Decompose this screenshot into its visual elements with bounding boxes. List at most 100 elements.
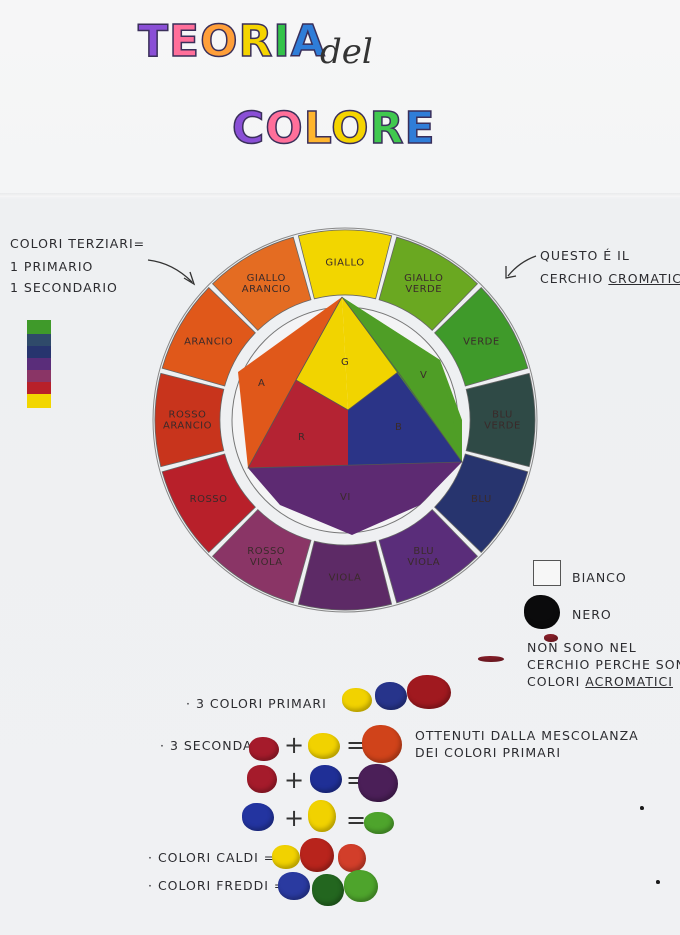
tertiary-swatch-strip [27, 320, 51, 408]
title-letter: E [404, 102, 436, 155]
primari-label: · 3 COLORI PRIMARI [186, 696, 327, 711]
wheel-segment-label: BLU [471, 494, 492, 505]
mix1-plus: + [284, 731, 305, 759]
paint-splatter [478, 656, 504, 662]
dot-speck [656, 880, 660, 884]
center-red [248, 380, 348, 468]
wheel-outline [152, 227, 538, 613]
mix3-green-blob [364, 812, 394, 834]
title-letter: O [265, 102, 304, 155]
mix3-plus: + [284, 804, 305, 832]
center-label-a: A [258, 378, 265, 389]
primary-red-blob [407, 675, 451, 709]
title-letter: L [303, 102, 332, 155]
mix1-red-blob [249, 737, 279, 761]
paint-smudge [544, 634, 558, 642]
wheel-note-underlined: CROMATICO [608, 270, 680, 286]
mescolanza-line1: OTTENUTI DALLA MESCOLANZA [415, 728, 639, 743]
dot-speck [640, 806, 644, 810]
primary-yellow-blob [342, 688, 372, 712]
mix2-red-blob [247, 765, 277, 793]
cool-darkgreen-blob [312, 874, 344, 906]
warm-red-blob [300, 838, 334, 872]
mix3-yellow-blob [308, 800, 336, 832]
wheel-segment [434, 453, 529, 554]
wheel-segment [378, 509, 479, 604]
title-letter: A [290, 15, 326, 68]
achromatic-note: NON SONO NEL CERCHIO PERCHE SONO COLORI … [527, 640, 680, 691]
wheel-segment [465, 372, 536, 468]
achromatic-note-line3: COLORI [527, 673, 586, 689]
wheel-segment [154, 372, 225, 468]
right-arrowhead-icon [505, 266, 517, 279]
achromatic-note-underlined: ACROMATICI [585, 673, 673, 689]
title-letter: O [199, 15, 239, 68]
title-letter: R [369, 102, 405, 155]
wheel-segment-label: VIOLA [329, 573, 362, 584]
wheel-segment-label: GIALLO [325, 258, 364, 269]
tertiary-note-line2: 1 PRIMARIO [10, 258, 94, 274]
mescolanza-line2: DEI COLORI PRIMARI [415, 744, 562, 760]
title-letter: T [137, 15, 170, 68]
wheel-segment-label: ARANCIO [184, 336, 233, 347]
wheel-segment-label: VERDE [463, 336, 500, 347]
mix2-blue-blob [310, 765, 342, 793]
center-orange [238, 297, 342, 468]
center-label-vi: VI [340, 492, 351, 503]
wheel-note-line1: QUESTO É IL [540, 248, 630, 263]
paper-fold [0, 193, 680, 197]
wheel-segment [211, 236, 312, 331]
title-letter: E [168, 15, 201, 68]
white-swatch [533, 560, 561, 586]
tertiary-note-line3: 1 SECONDARIO [10, 279, 118, 295]
mix2-plus: + [284, 766, 305, 794]
tertiary-note: COLORI TERZIARI= 1 PRIMARIO 1 SECONDARIO [10, 236, 145, 297]
cool-blue-blob [278, 872, 310, 900]
title-letter: O [330, 102, 370, 155]
warm-orange-blob [338, 844, 366, 872]
center-label-r: R [298, 432, 305, 443]
left-arrow-icon [147, 259, 193, 283]
wheel-segment [297, 229, 393, 300]
wheel-segment-label: ROSSO [190, 494, 228, 505]
wheel-segment [434, 286, 529, 387]
center-violet [248, 462, 462, 535]
center-yellow [296, 297, 348, 410]
wheel-note-line2: CERCHIO [540, 270, 609, 286]
mix1-equals: = [346, 731, 367, 759]
center-blue [348, 372, 462, 468]
wheel-segment [211, 509, 312, 604]
mix3-blue-blob [242, 803, 274, 831]
mix3-equals: = [346, 806, 367, 834]
center-label-v: V [420, 370, 427, 381]
center-label-b: B [395, 422, 402, 433]
mix1-orange-blob [362, 725, 402, 763]
title-letter: C [231, 102, 266, 155]
black-label: NERO [572, 607, 612, 622]
title-letter: R [238, 15, 274, 68]
cool-green-blob [344, 870, 378, 902]
mix2-violet-blob [358, 764, 398, 802]
right-arrow-icon [507, 255, 537, 277]
achromatic-note-line2: CERCHIO PERCHE SONO [527, 656, 680, 672]
wheel-segment [161, 286, 256, 387]
freddi-label: · COLORI FREDDI = [148, 878, 286, 893]
mescolanza-note: OTTENUTI DALLA MESCOLANZA DEI COLORI PRI… [415, 728, 639, 762]
secondari-label: · 3 SECONDARI [160, 738, 267, 753]
title-word-colore: COLORE [231, 102, 436, 155]
wheel-segment [378, 236, 479, 331]
caldi-label: · COLORI CALDI = [148, 850, 276, 865]
black-swatch [524, 595, 560, 629]
tertiary-note-line1: COLORI TERZIARI= [10, 236, 146, 251]
title-word-del: del [320, 32, 373, 72]
left-arrowhead-icon [183, 271, 196, 286]
wheel-segment [161, 453, 256, 554]
